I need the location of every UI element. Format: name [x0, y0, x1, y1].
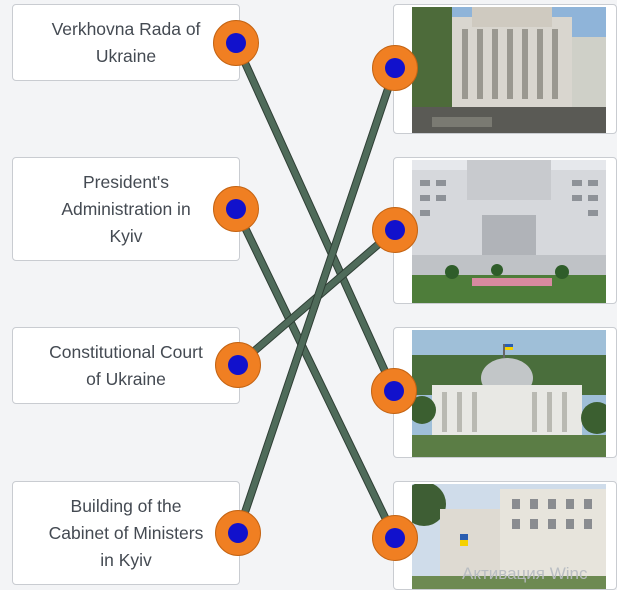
connector-line-outline-3	[234, 64, 399, 537]
match-item-label: Verkhovna Rada of Ukraine	[51, 18, 201, 66]
match-item-right-3[interactable]	[393, 481, 617, 590]
match-item-left-3[interactable]: Building of the Cabinet of Ministers in …	[12, 481, 240, 585]
connector-dot-left-0[interactable]	[213, 20, 259, 66]
constitutional-court-building-photo	[412, 160, 606, 303]
match-item-label: Building of the Cabinet of Ministers in …	[48, 495, 204, 570]
connector-line-outline-1	[232, 205, 399, 542]
presidential-administration-building-photo	[412, 484, 606, 589]
connector-dot-right-3[interactable]	[372, 515, 418, 561]
connector-line-outline-2	[234, 226, 399, 369]
windows-activation-watermark: Активация Winc	[462, 564, 588, 583]
connector-dot-left-2[interactable]	[215, 342, 261, 388]
connector-line-0	[233, 40, 397, 394]
connector-line-1	[233, 206, 398, 541]
match-item-right-1[interactable]	[393, 157, 617, 304]
match-item-left-1[interactable]: President's Administration in Kyiv	[12, 157, 240, 261]
connector-line-2	[235, 227, 398, 368]
connector-dot-right-0[interactable]	[372, 45, 418, 91]
connector-line-outline-0	[232, 39, 398, 395]
connector-dot-right-1[interactable]	[372, 207, 418, 253]
connector-dot-right-2[interactable]	[371, 368, 417, 414]
connector-dot-left-1[interactable]	[213, 186, 259, 232]
match-item-label: Constitutional Court of Ukraine	[49, 341, 203, 389]
match-item-right-2[interactable]	[393, 327, 617, 458]
verkhovna-rada-building-photo	[412, 330, 606, 457]
cabinet-of-ministers-building-photo	[412, 7, 606, 133]
connector-dot-left-3[interactable]	[215, 510, 261, 556]
match-item-label: President's Administration in Kyiv	[61, 171, 191, 246]
connector-line-3	[235, 65, 398, 536]
match-item-left-0[interactable]: Verkhovna Rada of Ukraine	[12, 4, 240, 81]
match-item-right-0[interactable]	[393, 4, 617, 134]
match-item-left-2[interactable]: Constitutional Court of Ukraine	[12, 327, 240, 404]
